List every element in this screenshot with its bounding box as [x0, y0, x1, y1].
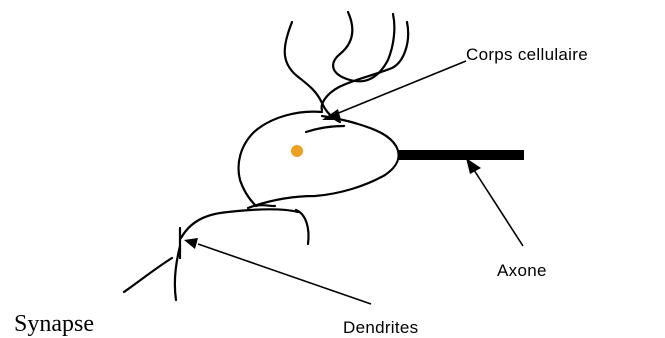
- axon-bar: [398, 150, 524, 160]
- label-axon: Axone: [497, 261, 547, 280]
- pointer-cell-body: [322, 61, 466, 120]
- nucleus: [291, 145, 303, 157]
- cell-body-outline: [239, 112, 399, 208]
- label-cell-body: Corps cellulaire: [466, 45, 588, 64]
- label-synapse: Synapse: [14, 311, 94, 337]
- cell-body-inner-line: [306, 126, 344, 132]
- lower-dendrites: [124, 205, 309, 300]
- pointer-dendrites: [184, 238, 371, 304]
- pointer-axon: [466, 158, 523, 246]
- upper-dendrites: [285, 12, 408, 122]
- label-dendrites: Dendrites: [343, 318, 418, 337]
